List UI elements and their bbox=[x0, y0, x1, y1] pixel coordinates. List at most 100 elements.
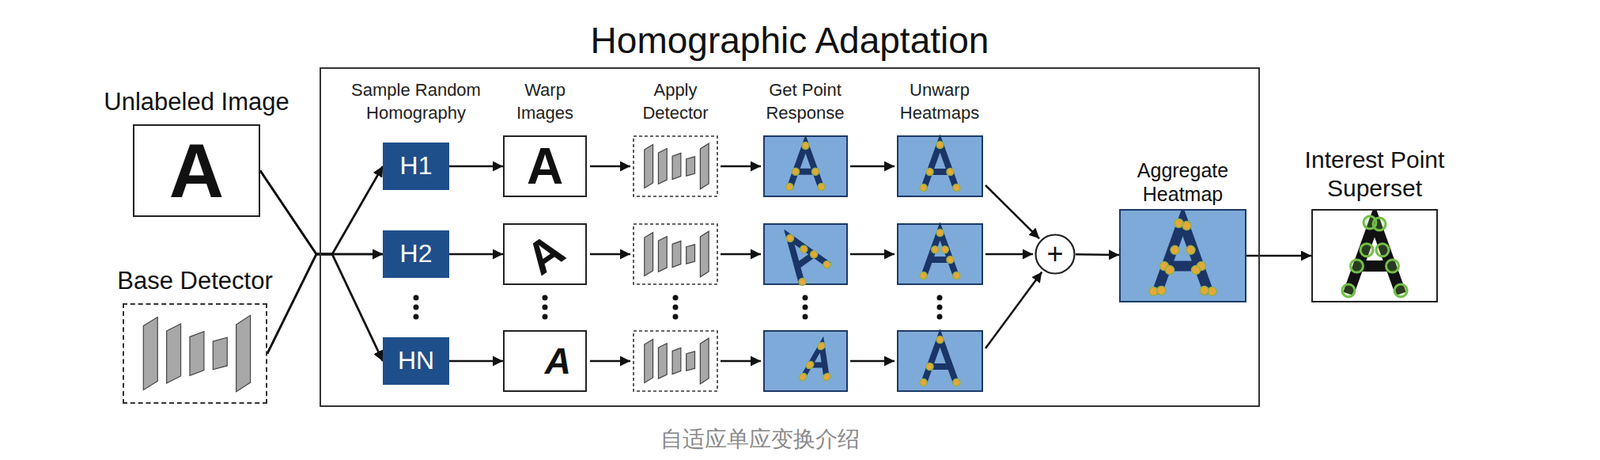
keypoint-dot bbox=[1170, 245, 1180, 254]
interest-point-ring bbox=[1350, 259, 1363, 273]
detector-outline bbox=[633, 330, 718, 391]
node-heading: Interest Point Superset bbox=[1283, 145, 1466, 203]
column-heading-holder: Get Point Response bbox=[756, 79, 855, 125]
detector-icon bbox=[633, 136, 718, 197]
homography-box: H2 bbox=[382, 230, 450, 278]
network-layer bbox=[699, 143, 709, 190]
heatmap-figure bbox=[764, 136, 848, 197]
node-illustration bbox=[124, 304, 266, 402]
letter-stroke bbox=[802, 344, 834, 378]
keypoint-dot bbox=[797, 276, 808, 288]
keypoint-dot bbox=[1165, 265, 1174, 275]
letter-figure bbox=[1149, 219, 1217, 296]
network-layer bbox=[686, 244, 696, 264]
flow-arrow bbox=[1075, 253, 1120, 256]
sum-circle: + bbox=[1034, 233, 1076, 275]
flow-arrow bbox=[590, 359, 631, 363]
keypoint-dot bbox=[786, 183, 794, 191]
node-text: HN bbox=[397, 346, 435, 375]
homography-box: H1 bbox=[382, 142, 450, 190]
body-holder: H1 bbox=[382, 142, 450, 190]
interest-point-ring bbox=[1376, 243, 1389, 257]
network-layer bbox=[189, 331, 205, 376]
letter-stroke bbox=[923, 230, 957, 277]
network-layer bbox=[212, 336, 227, 370]
column-heading-holder: Unwarp Heatmaps bbox=[888, 79, 991, 125]
letter-stroke bbox=[923, 143, 957, 190]
ellipsis-dot bbox=[413, 304, 420, 311]
caption: 自适应单应变换介绍 bbox=[562, 425, 958, 453]
keypoint-dot bbox=[1186, 245, 1196, 254]
keypoint-dot bbox=[953, 184, 961, 192]
heading-holder: Base Detector bbox=[117, 265, 273, 296]
base-detector-box: Base Detector bbox=[122, 302, 268, 404]
heatmap-ground bbox=[764, 136, 848, 197]
detector-outline bbox=[633, 223, 718, 284]
keypoint-dot bbox=[953, 272, 961, 280]
flow-arrow bbox=[590, 253, 631, 256]
keypoint-dot bbox=[1191, 265, 1201, 275]
body-holder: + bbox=[1034, 233, 1076, 275]
keypoint-dot bbox=[817, 342, 826, 350]
network-layer bbox=[672, 347, 681, 374]
heatmap-figure bbox=[897, 223, 983, 284]
heatmap-ground bbox=[897, 330, 983, 391]
interest-point-ring bbox=[1373, 217, 1386, 231]
ellipsis-dot bbox=[802, 295, 809, 301]
network-layer bbox=[672, 240, 681, 267]
network-layer bbox=[672, 152, 681, 179]
interest-point-ring bbox=[1342, 283, 1355, 297]
column-heading-holder: Warp Images bbox=[505, 79, 585, 125]
keypoint-dot bbox=[926, 167, 934, 175]
heatmap-ground bbox=[897, 136, 983, 197]
column-heading-holder: Sample Random Homography bbox=[340, 79, 492, 125]
heatmap-figure bbox=[764, 223, 848, 287]
node-heading: Unlabeled Image bbox=[103, 86, 289, 117]
flow-arrow bbox=[267, 253, 383, 354]
column-heading: Sample Random Homography bbox=[340, 79, 492, 125]
flow-arrow bbox=[850, 253, 895, 256]
network-layer bbox=[143, 316, 158, 390]
ellipsis-dot bbox=[673, 295, 679, 301]
keypoint-dot bbox=[919, 272, 927, 280]
ellipsis-dot bbox=[673, 304, 679, 311]
node-heading: Homographic Adaptation bbox=[590, 18, 990, 63]
heading-holder: Aggregate Heatmap bbox=[1115, 158, 1251, 206]
ellipsis-dot bbox=[937, 295, 943, 301]
keypoint-dot bbox=[946, 167, 954, 175]
keypoint-dot bbox=[817, 183, 825, 191]
column-heading: Get Point Response bbox=[756, 79, 855, 125]
node-text: A bbox=[520, 228, 571, 280]
flow-arrow bbox=[985, 253, 1033, 256]
ellipsis-dot bbox=[542, 295, 549, 301]
keypoint-dot bbox=[936, 336, 944, 344]
input-image-box: Unlabeled ImageA bbox=[132, 124, 261, 217]
flow-arrow bbox=[1246, 254, 1312, 258]
network-layer bbox=[644, 143, 654, 188]
flow-arrow bbox=[449, 253, 504, 256]
detector-icon bbox=[633, 223, 718, 284]
heatmap-ground bbox=[764, 330, 848, 391]
body-holder: A bbox=[504, 224, 586, 284]
heatmap-figure bbox=[897, 330, 983, 391]
keypoint-dot bbox=[798, 243, 810, 254]
column-heading: Apply Detector bbox=[631, 79, 720, 125]
node-text: + bbox=[1046, 239, 1063, 269]
letter-figure bbox=[1342, 215, 1408, 297]
heatmap-ground bbox=[764, 223, 848, 284]
column-heading-holder: Apply Detector bbox=[631, 79, 720, 125]
keypoint-dot bbox=[919, 184, 927, 192]
ellipsis-dot bbox=[802, 304, 809, 311]
network-layer bbox=[686, 156, 696, 176]
network-layer bbox=[686, 351, 696, 371]
keypoint-dot bbox=[946, 255, 954, 263]
column-heading: Unwarp Heatmaps bbox=[888, 79, 991, 125]
network-layer bbox=[658, 148, 667, 185]
keypoint-dot bbox=[936, 229, 944, 237]
aggregate-heatmap-box: Aggregate Heatmap bbox=[1119, 208, 1247, 303]
ellipsis-dot bbox=[413, 313, 420, 320]
flow-arrow bbox=[260, 166, 383, 254]
flow-arrow bbox=[449, 359, 504, 363]
interest-point-ring bbox=[1394, 283, 1408, 297]
